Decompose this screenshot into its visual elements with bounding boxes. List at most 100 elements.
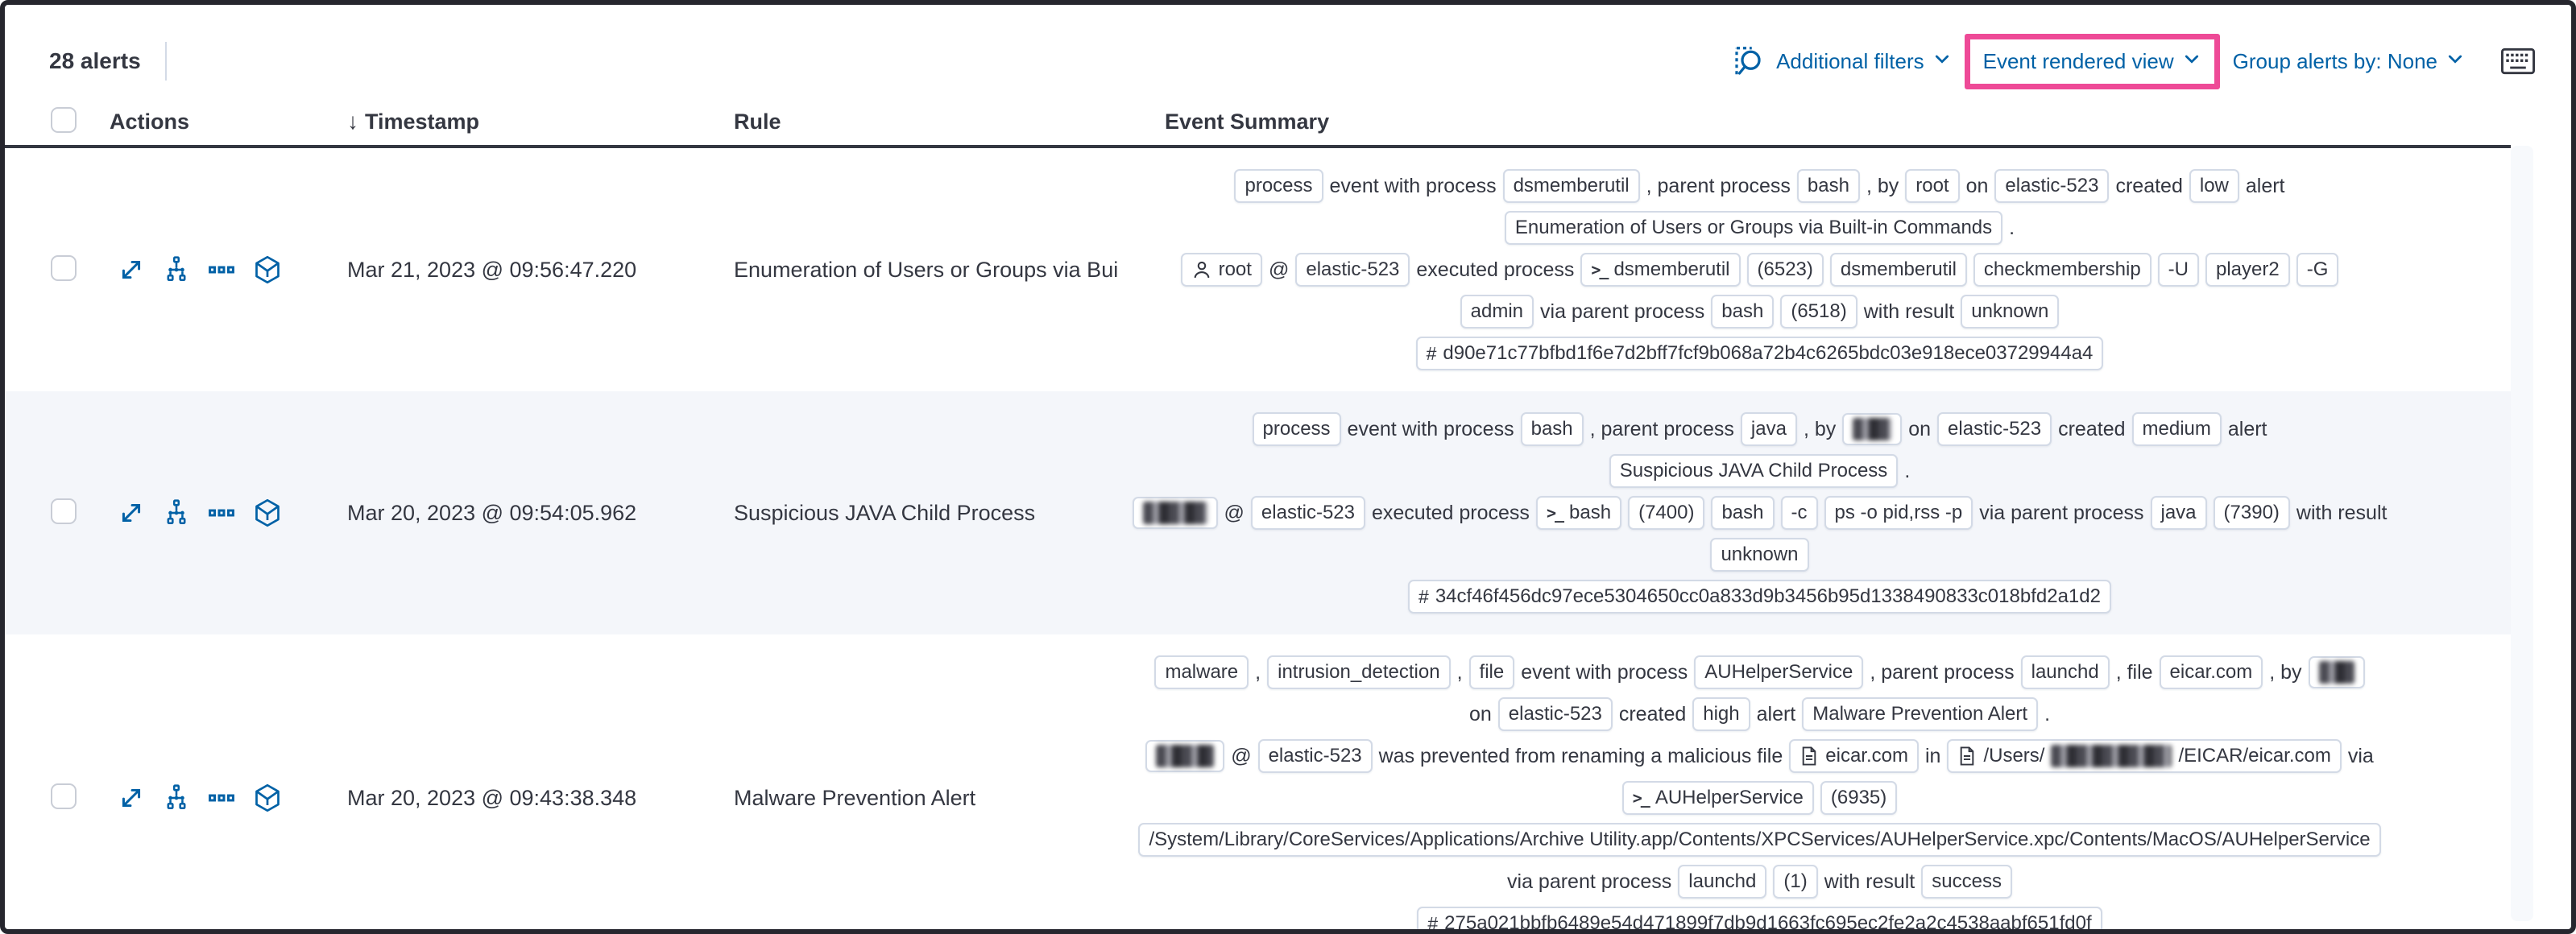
summary-badge[interactable]: /Users//EICAR/eicar.com [1947,739,2342,773]
badge-text: 34cf46f456dc97ece5304650cc0a833d9b3456b9… [1435,585,2101,607]
badge-text: admin [1470,300,1524,322]
summary-badge[interactable]: -U [2157,253,2199,287]
redacted-badge[interactable] [1842,413,1903,445]
summary-badge[interactable]: elastic-523 [1497,697,1613,731]
view-selector-button[interactable]: Event rendered view [1983,49,2201,74]
expand-alert-icon[interactable] [118,784,145,812]
rule-cell[interactable]: Malware Prevention Alert [734,785,976,810]
more-actions-icon[interactable] [208,784,235,812]
inspect-icon[interactable] [1733,45,1765,77]
summary-badge[interactable]: #d90e71c77bfbd1f6e7d2bff7fcf9b068a72b4c6… [1415,337,2104,370]
summary-badge[interactable]: (6523) [1746,253,1824,287]
summary-badge[interactable]: (6935) [1820,781,1898,815]
session-view-icon[interactable] [253,255,282,284]
summary-badge[interactable]: bash [1711,496,1775,530]
expand-alert-icon[interactable] [118,256,145,283]
group-alerts-button[interactable]: Group alerts by: None [2233,49,2465,74]
more-actions-icon[interactable] [208,499,235,527]
summary-text: alert [1756,702,1796,725]
summary-text: on [1468,702,1492,725]
summary-badge[interactable]: checkmembership [1973,253,2151,287]
summary-badge[interactable]: elastic-523 [1295,253,1410,287]
summary-badge[interactable]: #34cf46f456dc97ece5304650cc0a833d9b3456b… [1408,580,2111,614]
keyboard-icon[interactable] [2500,47,2536,76]
badge-text: root [1915,175,1949,196]
analyzer-icon[interactable] [163,499,190,527]
summary-badge[interactable]: (7390) [2213,496,2290,530]
summary-badge[interactable]: eicar.com [1789,739,1919,773]
summary-badge[interactable]: malware [1154,655,1249,689]
summary-badge[interactable]: bash [1796,169,1860,203]
more-actions-icon[interactable] [208,256,235,283]
summary-badge[interactable]: (7400) [1628,496,1705,530]
summary-badge[interactable]: player2 [2205,253,2290,287]
summary-badge[interactable]: eicar.com [2159,655,2263,689]
summary-badge[interactable]: -c [1780,496,1818,530]
summary-badge[interactable]: java [1740,412,1797,446]
badge-text: /System/Library/CoreServices/Application… [1149,829,2371,850]
summary-badge[interactable]: -G [2296,253,2339,287]
summary-badge[interactable]: low [2189,169,2239,203]
summary-badge[interactable]: root [1180,253,1262,287]
summary-badge[interactable]: >_dsmemberutil [1580,253,1741,287]
summary-badge[interactable]: ps -o pid,rss -p [1824,496,1973,530]
summary-badge[interactable]: dsmemberutil [1829,253,1967,287]
summary-badge[interactable]: /System/Library/CoreServices/Application… [1138,823,2381,857]
summary-badge[interactable]: launchd [1678,865,1767,899]
summary-badge[interactable]: intrusion_detection [1267,655,1451,689]
summary-badge[interactable]: elastic-523 [1250,496,1365,530]
analyzer-icon[interactable] [163,784,190,812]
summary-badge[interactable]: launchd [2020,655,2110,689]
summary-badge[interactable]: Suspicious JAVA Child Process [1609,454,1899,488]
badge-text: bash [1807,175,1849,196]
row-checkbox[interactable] [51,783,77,809]
additional-filters-button[interactable]: Additional filters [1776,49,1952,74]
badge-text: dsmemberutil [1513,175,1630,196]
summary-badge[interactable]: java [2150,496,2207,530]
summary-badge[interactable]: #275a021bbfb6489e54d471899f7db9d1663fc69… [1417,907,2102,929]
summary-badge[interactable]: (6518) [1780,295,1857,329]
summary-badge[interactable]: >_AUHelperService [1621,781,1814,815]
header-rule: Rule [734,109,781,134]
redacted-badge[interactable] [1145,740,1225,772]
summary-text: , file [2115,660,2153,684]
summary-badge[interactable]: (1) [1773,865,1818,899]
rule-cell[interactable]: Suspicious JAVA Child Process [734,500,1036,525]
summary-badge[interactable]: unknown [1710,538,1809,572]
session-view-icon[interactable] [253,498,282,527]
summary-badge[interactable]: Malware Prevention Alert [1802,697,2039,731]
summary-text: event with process [1521,660,1688,684]
summary-badge[interactable]: process [1252,412,1341,446]
summary-badge[interactable]: unknown [1961,295,2060,329]
summary-badge[interactable]: bash [1520,412,1584,446]
summary-badge[interactable]: >_bash [1535,496,1622,530]
rule-cell[interactable]: Enumeration of Users or Groups via Bui [734,257,1119,282]
summary-badge[interactable]: elastic-523 [1937,412,2052,446]
row-checkbox[interactable] [51,254,77,281]
summary-badge[interactable]: admin [1460,295,1534,329]
summary-badge[interactable]: file [1468,655,1515,689]
summary-badge[interactable]: root [1905,169,1960,203]
summary-badge[interactable]: bash [1711,295,1775,329]
summary-badge[interactable]: high [1692,697,1750,731]
redacted-badge[interactable] [1132,497,1218,529]
row-actions [110,255,347,284]
summary-badge[interactable]: AUHelperService [1694,655,1864,689]
summary-badge[interactable]: dsmemberutil [1502,169,1640,203]
analyzer-icon[interactable] [163,256,190,283]
header-timestamp[interactable]: ↓ Timestamp [347,109,480,134]
badge-text: (6935) [1830,787,1887,808]
row-checkbox[interactable] [51,498,77,524]
summary-badge[interactable]: elastic-523 [1994,169,2110,203]
summary-badge[interactable]: medium [2131,412,2222,446]
summary-badge[interactable]: process [1234,169,1323,203]
summary-badge[interactable]: elastic-523 [1257,739,1373,773]
expand-alert-icon[interactable] [118,499,145,527]
scrollbar-track[interactable] [2511,146,2533,921]
summary-badge[interactable]: Enumeration of Users or Groups via Built… [1504,211,2003,245]
session-view-icon[interactable] [253,783,282,812]
redacted-badge[interactable] [2308,656,2365,688]
summary-badge[interactable]: success [1921,865,2012,899]
select-all-checkbox[interactable] [51,106,77,133]
